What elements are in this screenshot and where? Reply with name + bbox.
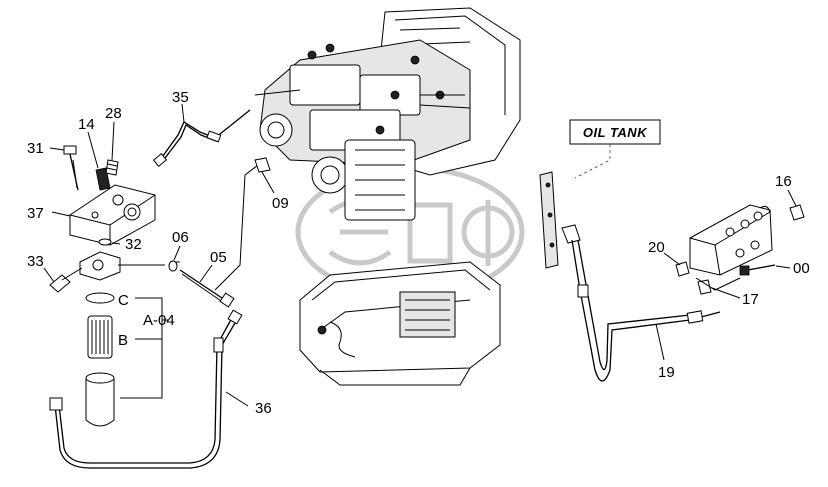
callout-00: 00 — [793, 260, 810, 277]
valve-manifold — [689, 204, 773, 276]
callout-36: 36 — [255, 400, 272, 417]
hose-19 — [571, 239, 721, 382]
filter-element-B — [87, 315, 113, 359]
filter-head-33 — [49, 251, 180, 293]
hose-36 — [49, 309, 243, 469]
machine-frame — [299, 261, 501, 386]
fitting-28 — [105, 159, 119, 176]
filter-manifold-37 — [69, 184, 156, 246]
callout-09: 09 — [272, 195, 289, 212]
hose-35 — [152, 109, 251, 167]
bolt-31 — [63, 145, 79, 191]
seal-C — [85, 292, 115, 304]
callout-17: 17 — [742, 291, 759, 308]
elbow-fitting — [561, 224, 581, 244]
callout-19: 19 — [658, 364, 675, 381]
fitting-16 — [789, 204, 805, 221]
oring-32 — [98, 238, 112, 246]
transmission-assembly — [254, 7, 521, 221]
callout-37: 37 — [27, 205, 44, 222]
washer-06 — [168, 260, 178, 272]
hose-09 — [214, 157, 271, 291]
callout-32: 32 — [125, 236, 142, 253]
bracket-A — [120, 297, 163, 399]
fitting-17 — [695, 277, 741, 295]
callout-14: 14 — [78, 116, 95, 133]
filter-bowl — [85, 372, 115, 427]
callout-33: 33 — [27, 253, 44, 270]
callout-B: B — [118, 332, 128, 349]
oil-tank-label: OIL TANK — [569, 119, 661, 179]
callout-A-04: A-04 — [143, 312, 175, 329]
callout-28: 28 — [105, 105, 122, 122]
callout-05: 05 — [210, 249, 227, 266]
callout-20: 20 — [648, 239, 665, 256]
callout-labels: 35 28 14 31 37 32 33 06 05 C A-04 B 36 0… — [27, 89, 810, 417]
callout-31: 31 — [27, 140, 44, 157]
leader-lines — [43, 103, 797, 407]
oil-tank-text: OIL TANK — [583, 125, 648, 140]
tank-wall-strip — [539, 171, 559, 269]
bolt-05 — [179, 269, 235, 308]
bolt-00 — [739, 264, 776, 276]
fitting-20 — [675, 261, 690, 277]
callout-35: 35 — [172, 89, 189, 106]
callout-06: 06 — [172, 229, 189, 246]
callout-C: C — [118, 292, 129, 309]
callout-16: 16 — [775, 173, 792, 190]
